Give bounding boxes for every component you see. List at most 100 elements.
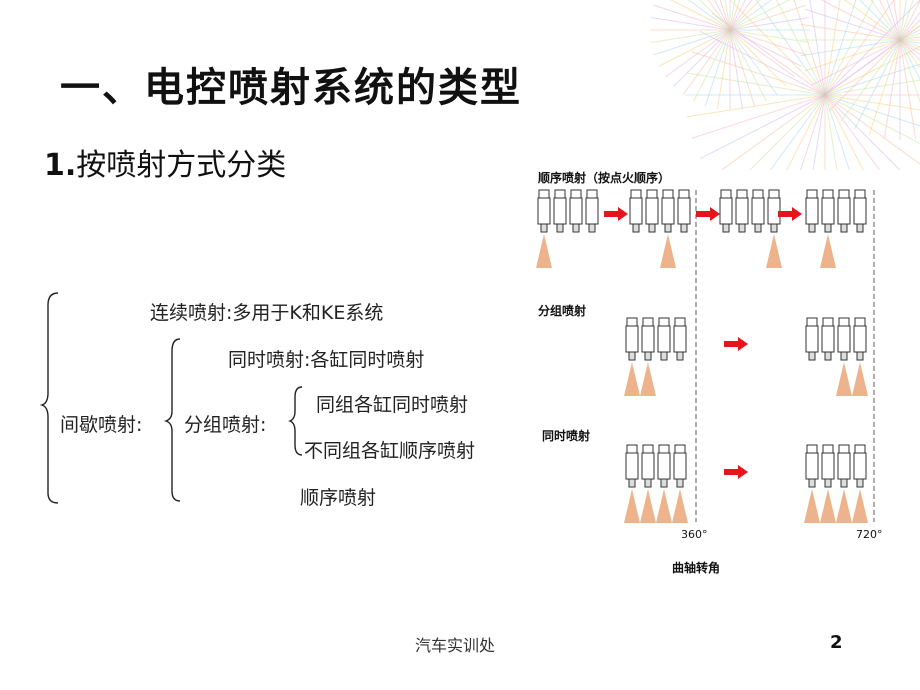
- firework-ray: [729, 29, 807, 56]
- injector-icon: [821, 317, 835, 361]
- sequential-injection-text: 顺序喷射: [300, 487, 377, 509]
- firework-ray: [899, 29, 920, 41]
- slide-subtitle: 1.按喷射方式分类: [44, 140, 286, 184]
- firework-ray: [824, 0, 920, 96]
- firework-ray: [729, 29, 796, 78]
- firework-ray: [824, 94, 864, 170]
- firework-ray: [893, 0, 901, 41]
- firework-ray: [820, 0, 901, 41]
- firework-ray: [824, 94, 920, 127]
- fuel-spray: [660, 234, 676, 268]
- firework-ray: [786, 94, 826, 170]
- firework-ray: [899, 39, 920, 69]
- firework-ray: [809, 0, 826, 96]
- firework-ray: [899, 39, 920, 56]
- injector-icon: [673, 317, 687, 361]
- firework-ray: [824, 46, 920, 96]
- firework-ray: [800, 94, 826, 170]
- firework-ray: [899, 32, 920, 41]
- firework-ray: [729, 29, 767, 102]
- injector-icon: [536, 189, 552, 268]
- firework-ray: [824, 94, 901, 170]
- firework-ray: [859, 0, 901, 41]
- injector-icon: [735, 189, 749, 233]
- injection-diagram: 顺序喷射（按点火顺序） 分组喷射 同时喷射 360° 720° 曲轴转角: [536, 170, 883, 575]
- slide-title: 一、电控喷射系统的类型: [60, 65, 522, 111]
- axis-label: 曲轴转角: [672, 560, 720, 575]
- firework-ray: [824, 94, 920, 111]
- row2-label: 分组喷射: [538, 303, 586, 318]
- firework-ray: [658, 29, 731, 67]
- fuel-spray: [836, 362, 852, 396]
- fuel-spray: [656, 489, 672, 523]
- firework-ray: [714, 0, 731, 31]
- injector-icon: [805, 317, 819, 361]
- firework-ray: [883, 39, 901, 139]
- firework-ray: [824, 0, 841, 96]
- firework-ray: [700, 94, 826, 160]
- mark-720: 720°: [856, 528, 883, 541]
- intermittent-injection-text: 间歇喷射:: [60, 414, 143, 436]
- injector-icon: [645, 189, 659, 233]
- injector-icon: [656, 444, 672, 523]
- firework-ray: [899, 24, 920, 41]
- arrow-icon: [604, 207, 628, 221]
- firework-ray: [729, 4, 807, 31]
- firework-ray: [844, 0, 901, 41]
- injector-icon: [640, 317, 656, 396]
- subtitle-number: 1.: [44, 148, 77, 183]
- fuel-spray: [820, 234, 836, 268]
- injector-icon: [672, 444, 688, 523]
- firework-ray: [824, 94, 850, 170]
- continuous-injection-text: 连续喷射:多用于K和KE系统: [150, 302, 384, 324]
- firework-ray: [824, 0, 857, 96]
- firework-ray: [854, 39, 901, 130]
- injector-icon: [820, 444, 836, 523]
- injector-icon: [837, 189, 851, 233]
- fuel-spray: [640, 362, 656, 396]
- firework-ray: [899, 39, 920, 104]
- firework-ray: [719, 0, 731, 31]
- firework-ray: [870, 0, 901, 41]
- injector-icon: [640, 444, 656, 523]
- firework-ray: [793, 0, 826, 96]
- firework-ray: [653, 29, 731, 56]
- fireworks-decoration: [650, 0, 920, 170]
- firework-ray: [691, 51, 826, 96]
- firework-ray: [704, 29, 731, 107]
- firework-ray: [804, 39, 901, 72]
- firework-ray: [650, 29, 731, 44]
- firework-ray: [824, 94, 838, 170]
- arrow-icon: [724, 465, 748, 479]
- firework-ray: [729, 29, 778, 96]
- group-diff-text: 不同组各缸顺序喷射: [304, 440, 476, 462]
- injector-icon: [766, 189, 782, 268]
- firework-ray: [804, 8, 901, 41]
- firework-ray: [899, 0, 907, 41]
- tree-brackets: [40, 292, 303, 504]
- firework-ray: [899, 39, 920, 44]
- firework-ray: [673, 29, 731, 87]
- firework-ray: [729, 29, 802, 67]
- fuel-spray: [852, 362, 868, 396]
- row1-label: 顺序喷射（按点火顺序）: [538, 170, 670, 185]
- injector-icon: [624, 444, 640, 523]
- fuel-spray: [640, 489, 656, 523]
- firework-ray: [899, 39, 920, 48]
- firework-ray: [812, 94, 826, 170]
- firework-ray: [899, 11, 920, 41]
- firework-ray: [686, 94, 826, 118]
- injector-icon: [852, 444, 868, 523]
- firework-ray: [828, 39, 901, 112]
- injector-icon: [569, 189, 583, 233]
- injector-icon: [836, 317, 852, 396]
- firework-ray: [650, 16, 731, 31]
- firework-ray: [776, 0, 826, 96]
- firework-ray: [824, 63, 920, 96]
- firework-ray: [899, 39, 920, 81]
- firework-ray: [729, 0, 790, 31]
- injector-icon: [852, 317, 868, 396]
- injector-icon: [677, 189, 691, 233]
- fuel-spray: [624, 489, 640, 523]
- firework-ray: [729, 29, 787, 87]
